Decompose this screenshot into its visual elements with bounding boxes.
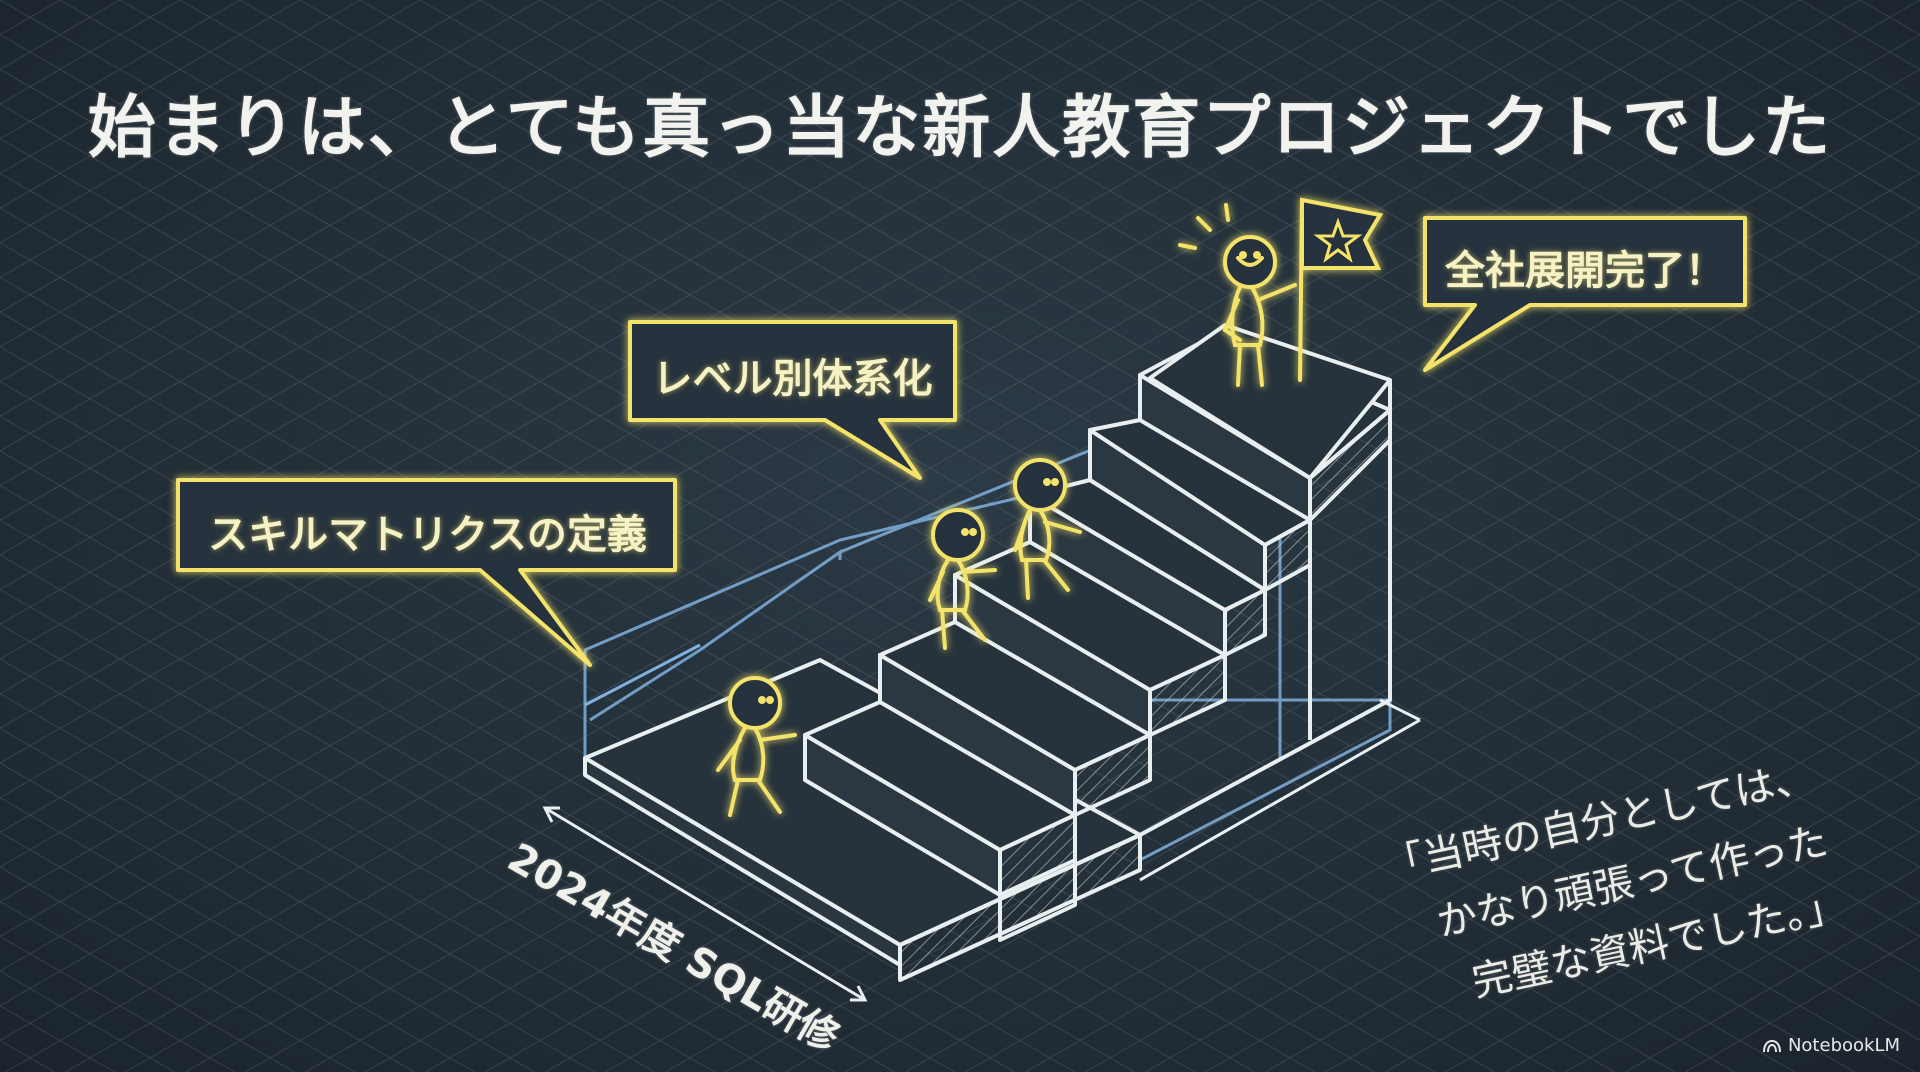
grid-line: [965, 519, 1920, 1072]
grid-line: [0, 0, 361, 209]
grid-line: [0, 658, 715, 1072]
stick-figure-1: [716, 676, 797, 817]
grid-line: [1265, 693, 1920, 1072]
grid-line: [1085, 589, 1920, 1072]
grid-line: [0, 554, 895, 1072]
grid-line: [0, 0, 541, 313]
grid-line: [0, 693, 655, 1072]
grid-line: [0, 0, 781, 452]
grid-line: [1439, 0, 1920, 279]
grid-line: [1499, 0, 1920, 244]
grid-line: [0, 138, 1615, 1072]
grid-line: [599, 0, 1920, 764]
grid-line: [0, 866, 355, 1072]
grid-line: [0, 831, 415, 1072]
bubble-company-rollout-label: 全社展開完了！: [1445, 248, 1725, 294]
grid-line: [0, 0, 1801, 1042]
grid-line: [1025, 554, 1920, 1072]
grid-line: [659, 0, 1920, 729]
grid-line: [0, 0, 841, 487]
grid-line: [0, 0, 1021, 591]
bubble-skill-matrix: [176, 478, 677, 667]
grid-line: [845, 450, 1920, 1072]
grid-line: [0, 0, 961, 556]
bubble-company-rollout: [1423, 216, 1747, 372]
grid-line: [0, 0, 1621, 937]
grid-line: [1319, 0, 1920, 348]
grid-line: [1559, 0, 1920, 209]
grid-line: [0, 0, 661, 383]
grid-line: [785, 415, 1920, 1072]
grid-line: [0, 797, 475, 1072]
grid-line: [59, 0, 1915, 1072]
stick-figure-flag-bearer: [1178, 203, 1297, 387]
bubble-skill-matrix-label: スキルマトリクスの定義: [208, 512, 647, 558]
grid-line: [1505, 831, 1920, 1072]
grid-line: [0, 68, 1735, 1072]
stick-figure-3: [1013, 458, 1082, 600]
grid-line: [1205, 658, 1920, 1072]
grid-line: [905, 484, 1920, 1072]
grid-line: [0, 0, 481, 279]
grid-line: [425, 207, 1920, 1072]
grid-line: [1199, 0, 1920, 417]
grid-line: [1379, 0, 1920, 313]
bubble-level-system: [628, 320, 957, 480]
grid-line: [1139, 0, 1920, 452]
grid-line: [65, 0, 1920, 1072]
grid-line: [1385, 762, 1920, 1072]
flag-icon: [1298, 197, 1384, 382]
notebooklm-logo-icon: [1762, 1039, 1781, 1052]
grid-line: [0, 519, 955, 1072]
bubbles: [176, 216, 1747, 667]
grid-line: [0, 484, 1015, 1072]
grid-line: [419, 0, 1920, 868]
grid-line: [1565, 866, 1920, 1072]
brand-watermark: NotebookLM: [1762, 1035, 1900, 1056]
stick-figure-2: [928, 508, 997, 650]
grid-line: [539, 0, 1920, 799]
grid-line: [0, 0, 901, 521]
slide-title: 始まりは、とても真っ当な新人教育プロジェクトでした: [87, 89, 1833, 168]
grid-line: [1259, 0, 1920, 383]
grid-line: [479, 0, 1920, 833]
grid-line: [0, 0, 1741, 1007]
grid-line: [1445, 797, 1920, 1072]
grid-line: [0, 0, 721, 417]
bubble-level-system-label: レベル別体系化: [652, 356, 933, 402]
grid-line: [719, 0, 1920, 695]
grid-line: [0, 0, 601, 348]
grid-line: [0, 0, 1855, 1072]
grid-line: [0, 0, 421, 244]
grid-line: [959, 0, 1920, 556]
grid-line: [1019, 0, 1920, 521]
grid-line: [0, 450, 1075, 1072]
grid-line: [1079, 0, 1920, 487]
grid-line: [0, 727, 595, 1072]
grid-line: [839, 0, 1920, 625]
grid-line: [0, 34, 1795, 1072]
grid-line: [0, 623, 775, 1072]
grid-line: [0, 762, 535, 1072]
grid-line: [0, 589, 835, 1072]
grid-line: [1145, 623, 1920, 1072]
grid-line: [0, 103, 1675, 1072]
grid-line: [1325, 727, 1920, 1072]
climbers: [716, 197, 1384, 817]
grid-line: [0, 0, 1681, 972]
grid-line: [779, 0, 1920, 660]
grid-line: [899, 0, 1920, 591]
grid-line: [0, 0, 1081, 625]
dimension-arrows: [542, 643, 1421, 1002]
staircase: [583, 323, 1392, 982]
brand-name: NotebookLM: [1787, 1035, 1900, 1056]
